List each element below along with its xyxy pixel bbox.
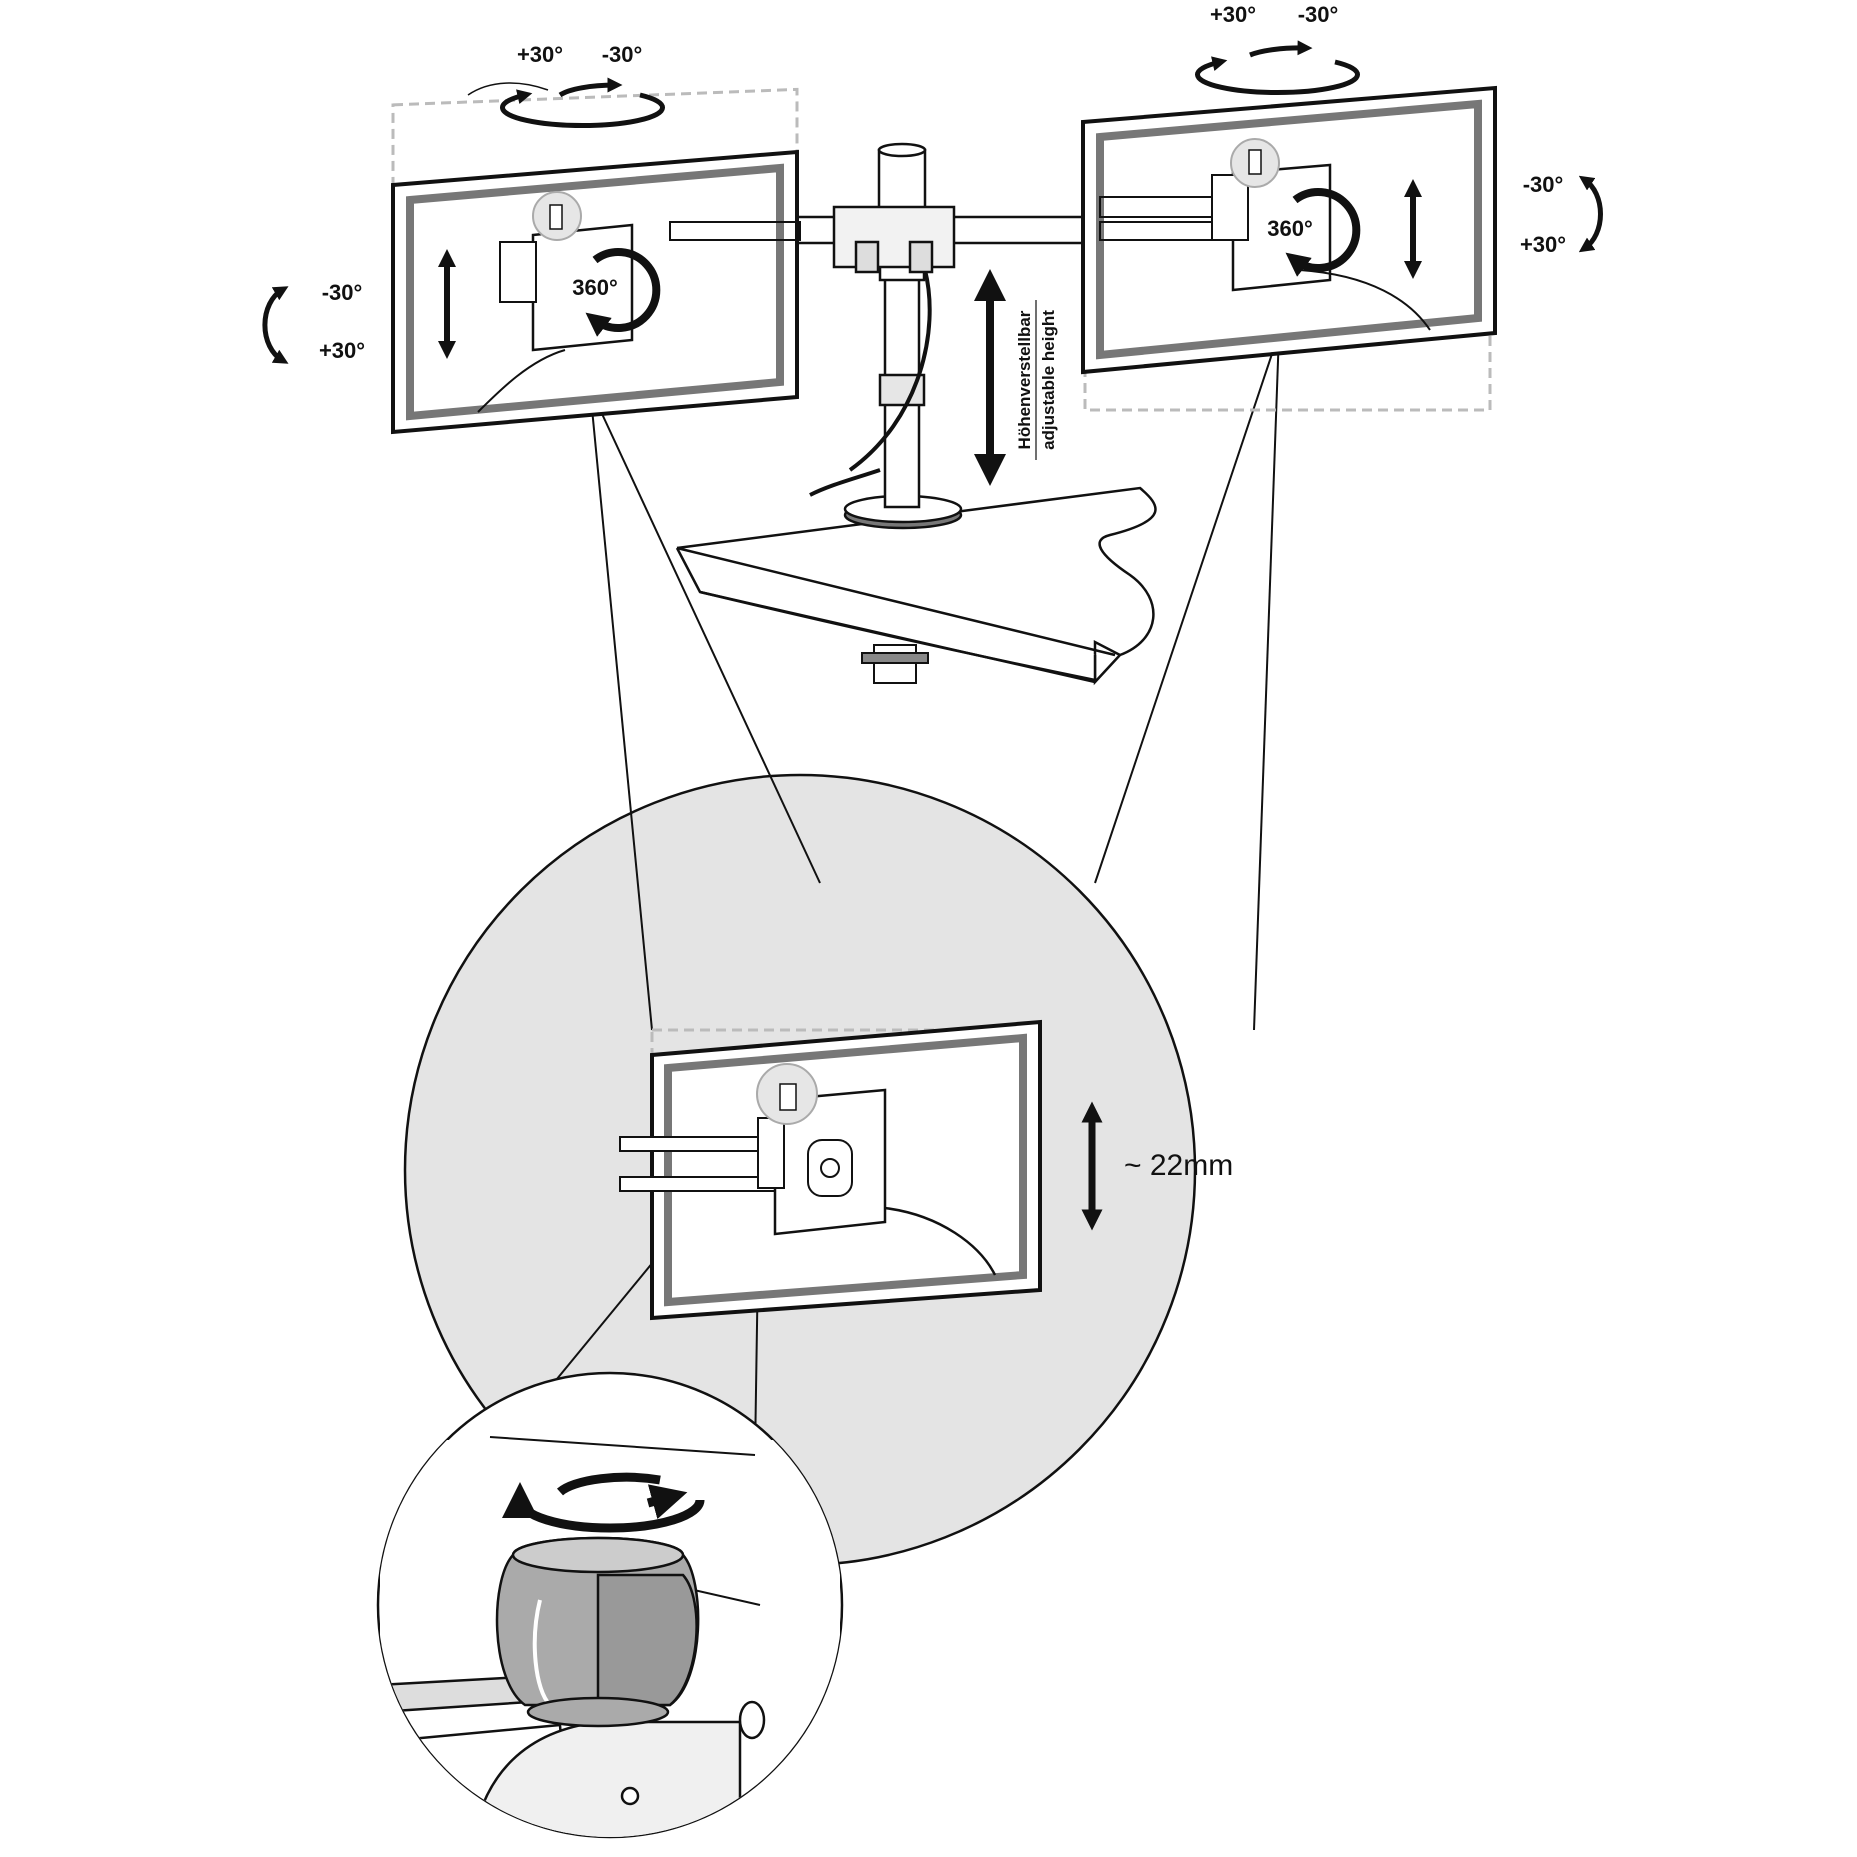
left-swivel-minus-label: -30° — [602, 42, 643, 67]
height-label-de: Höhenverstellbar — [1015, 310, 1034, 449]
left-tilt-bottom-label: +30° — [319, 338, 365, 363]
mount-pole — [809, 142, 963, 530]
left-swivel-plus-label: +30° — [517, 42, 563, 67]
height-label-en: adjustable height — [1039, 310, 1058, 450]
right-tilt-bottom-label: +30° — [1520, 232, 1566, 257]
left-tilt-top-label: -30° — [322, 280, 363, 305]
right-tilt-top-label: -30° — [1523, 172, 1564, 197]
right-swivel-plus-label: +30° — [1210, 2, 1256, 27]
height-adjust-labels: Höhenverstellbar adjustable height — [1015, 300, 1058, 460]
offset-arrow: ~ 22mm — [1081, 1101, 1233, 1231]
right-rotation-label: 360° — [1267, 216, 1313, 241]
desk-clamp — [861, 644, 929, 684]
desk — [675, 486, 1157, 686]
left-monitor: 360° +30° -30° -30° +30° — [262, 42, 801, 435]
right-monitor: 360° +30° -30° -30° +30° — [1081, 2, 1603, 412]
left-rotation-label: 360° — [572, 275, 618, 300]
zoom-middle-content — [619, 1019, 1042, 1321]
mount-cross-arm — [668, 205, 1102, 274]
right-swivel-minus-label: -30° — [1298, 2, 1339, 27]
zoom-circle-bottom — [376, 1371, 844, 1839]
offset-label: ~ 22mm — [1124, 1149, 1233, 1182]
